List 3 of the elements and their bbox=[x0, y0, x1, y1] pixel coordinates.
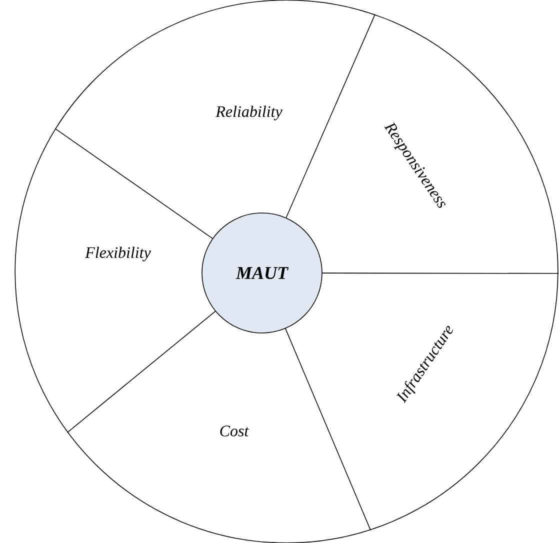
sector-label: Cost bbox=[220, 426, 249, 436]
sector-label: Reliability bbox=[216, 106, 282, 120]
sector-label: Flexibility bbox=[85, 246, 151, 262]
